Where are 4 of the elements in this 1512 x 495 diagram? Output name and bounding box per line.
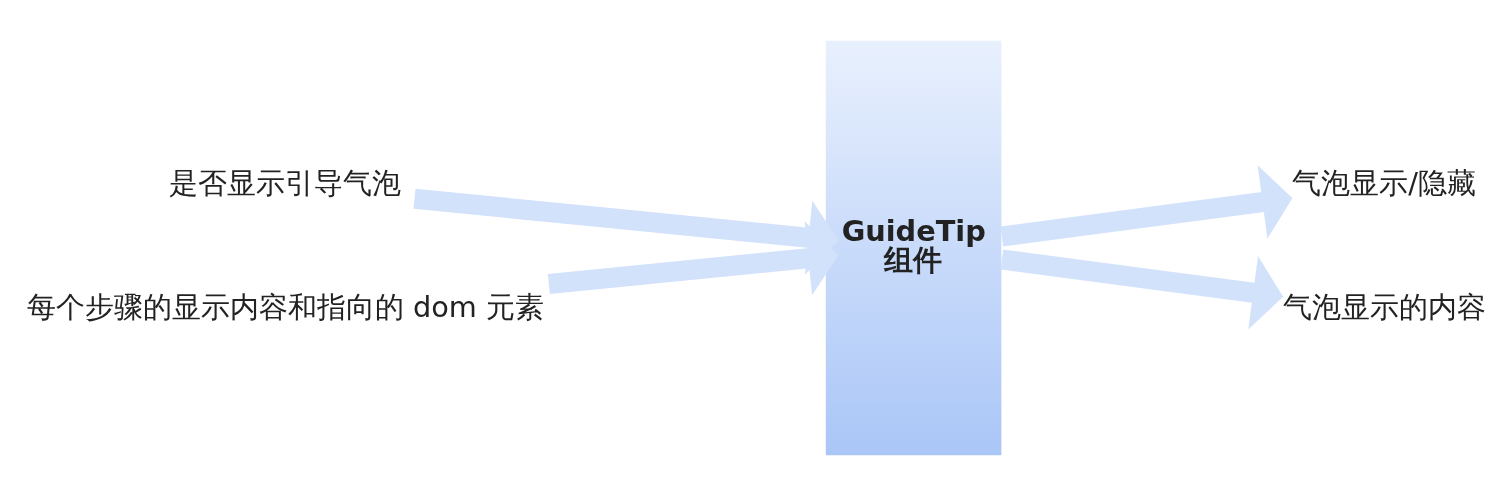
node-text: 每个步骤的显示内容和指向的 dom 元素 [26, 289, 544, 324]
node-text: 是否显示引导气泡 [169, 165, 402, 200]
node-text: 气泡显示的内容 [1282, 289, 1486, 324]
node-text: 气泡显示/隐藏 [1292, 165, 1477, 200]
